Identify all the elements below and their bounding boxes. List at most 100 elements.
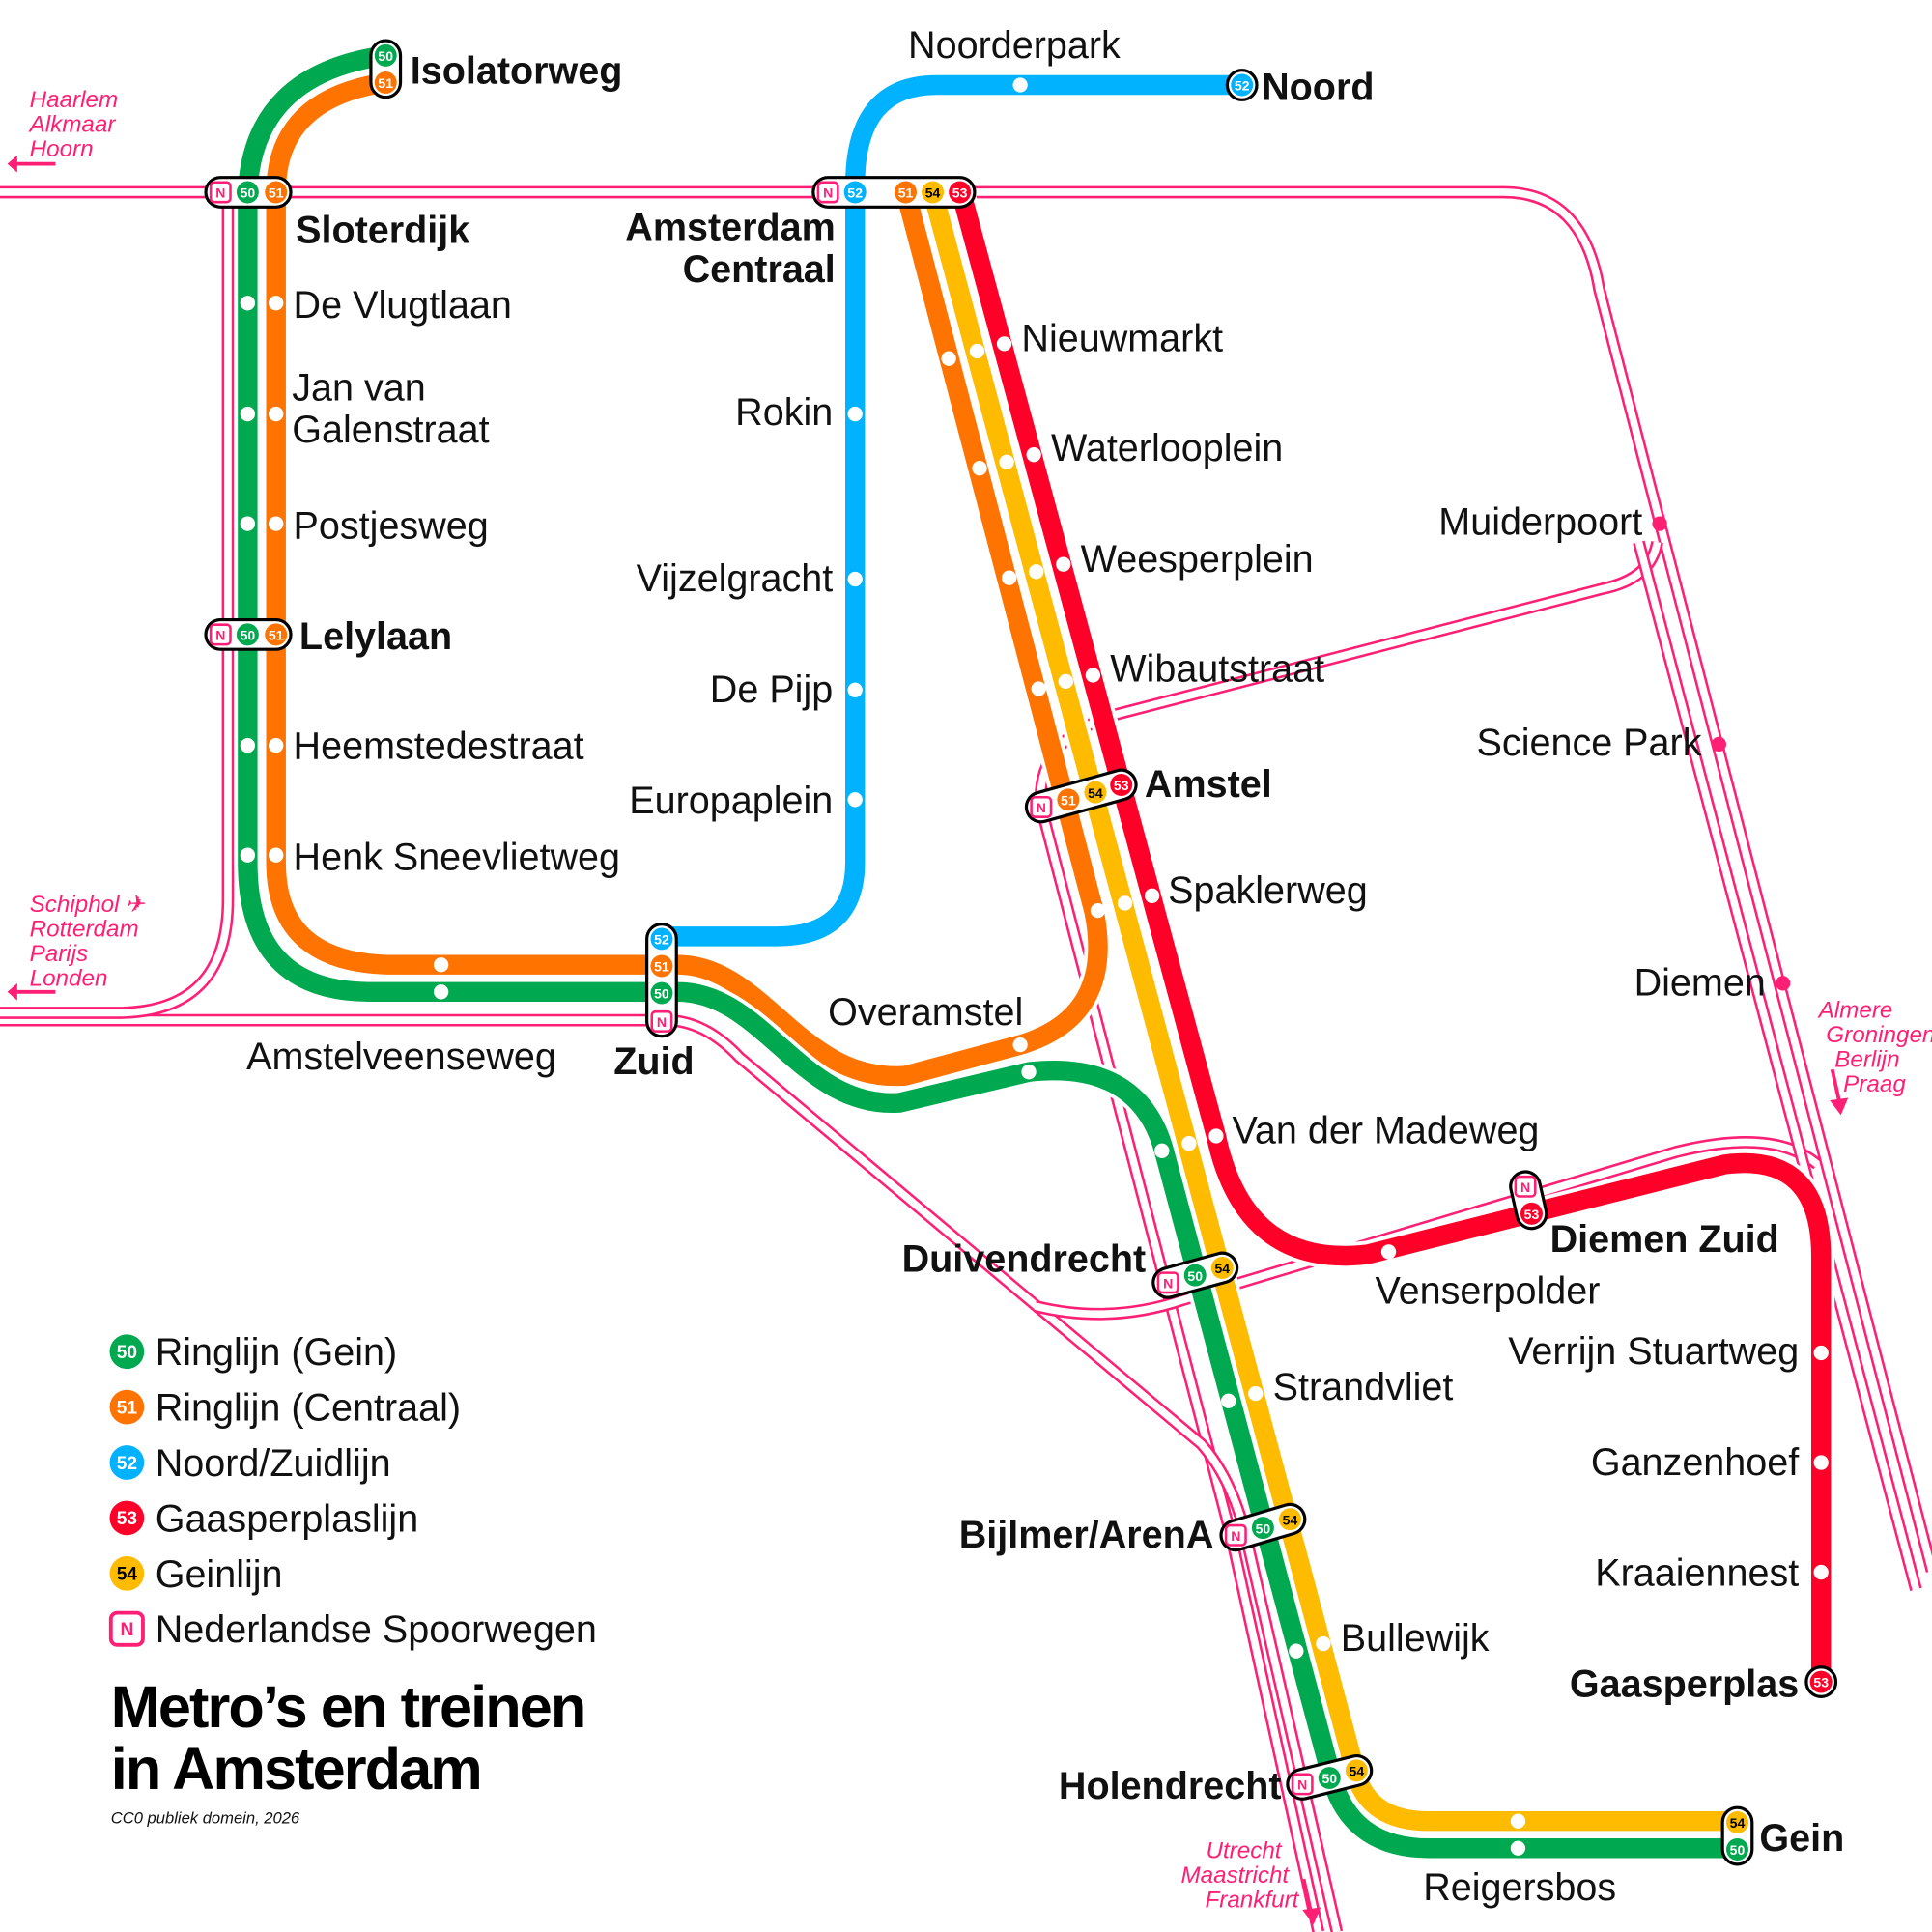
line-number: 50 (1256, 1520, 1271, 1536)
train-icon (108, 1610, 145, 1647)
destination-label: Haarlem (30, 87, 119, 113)
station-science-park[interactable]: Science Park (1477, 722, 1726, 764)
line-number: 50 (1730, 1842, 1746, 1858)
line-number: N (657, 1014, 667, 1030)
station-diemen[interactable]: Diemen (1634, 962, 1791, 1005)
station-noorderpark[interactable]: Noorderpark (908, 24, 1121, 93)
station-reigersbos[interactable]: Reigersbos (1423, 1813, 1616, 1909)
station-de-pijp[interactable]: De Pijp (710, 668, 863, 711)
station-dot (240, 847, 256, 863)
arrowhead-icon (1302, 1907, 1321, 1925)
line-number: 54 (1215, 1261, 1231, 1276)
legend-label: Ringlijn (Centraal) (156, 1387, 461, 1430)
station-van-der-madeweg[interactable]: Van der Madeweg (1154, 1110, 1539, 1158)
rail-track-inner (0, 188, 1932, 1573)
line-53-icon (1809, 1670, 1833, 1693)
station-waterlooplein[interactable]: Waterlooplein (972, 427, 1283, 476)
line-number: N (215, 628, 225, 643)
station-vijzelgracht[interactable]: Vijzelgracht (637, 557, 863, 600)
station-overamstel[interactable]: Overamstel (828, 991, 1037, 1080)
line-50-icon (1183, 1264, 1207, 1287)
station-label: Waterlooplein (1051, 427, 1283, 469)
station-dot (1144, 888, 1160, 903)
station-label: Bijlmer/ArenA (959, 1514, 1214, 1556)
station-dot (999, 454, 1014, 469)
line-number: 50 (241, 185, 256, 201)
station-dot (240, 406, 256, 422)
station-dot (1085, 668, 1101, 683)
station-postjesweg[interactable]: Postjesweg (240, 504, 489, 547)
line-number: 51 (269, 628, 284, 643)
station-rokin[interactable]: Rokin (735, 391, 863, 434)
train-icon (650, 1009, 673, 1033)
station-dot (1813, 1455, 1829, 1470)
station-weesperplein[interactable]: Weesperplein (1001, 538, 1314, 585)
station-dot (1090, 902, 1106, 919)
line-51-icon (265, 623, 288, 646)
station-label: Overamstel (828, 991, 1023, 1034)
destination-label: Almere (1817, 998, 1893, 1024)
station-bullewijk[interactable]: Bullewijk (1289, 1617, 1490, 1660)
station-wibautstraat[interactable]: Wibautstraat (1031, 647, 1325, 696)
station-ganzenhoef[interactable]: Ganzenhoef (1591, 1441, 1829, 1484)
station-amstelveenseweg[interactable]: Amstelveenseweg (246, 957, 556, 1078)
line-number: 50 (378, 48, 393, 64)
station-strandvliet[interactable]: Strandvliet (1221, 1366, 1453, 1408)
title-line-1: Metro’s en treinen (111, 1674, 585, 1740)
station-de-vlugtlaan[interactable]: De Vlugtlaan (240, 284, 512, 327)
station-label: Amstelveenseweg (246, 1036, 556, 1078)
line-number: 50 (1187, 1268, 1203, 1284)
line-53-icon (1110, 774, 1133, 796)
station-heemstedestraat[interactable]: Heemstedestraat (240, 725, 584, 768)
station-muiderpoort[interactable]: Muiderpoort (1438, 501, 1667, 544)
legend-line-number: 50 (117, 1343, 137, 1363)
station-kraaiennest[interactable]: Kraaiennest (1595, 1552, 1829, 1595)
station-dot (269, 516, 284, 531)
station-label: Amsterdam (625, 207, 836, 249)
line-54-icon (1725, 1811, 1748, 1833)
station-label: Isolatorweg (411, 50, 623, 93)
line-50-icon (236, 181, 259, 204)
destination-label: Schiphol (30, 892, 121, 918)
station-dot (269, 296, 284, 311)
line-51-icon (1057, 788, 1080, 811)
station-verrijn-stuartweg[interactable]: Verrijn Stuartweg (1508, 1330, 1829, 1373)
train-icon (1291, 1773, 1314, 1796)
station-venserpolder[interactable]: Venserpolder (1375, 1244, 1600, 1312)
line-54-icon (1210, 1257, 1234, 1279)
line-number: 53 (1524, 1207, 1540, 1222)
line-51-icon (650, 954, 673, 978)
station-europaplein[interactable]: Europaplein (629, 780, 863, 822)
station-label: Zuid (613, 1040, 694, 1083)
station-dot (1154, 1143, 1170, 1158)
station-dot (1026, 447, 1041, 463)
station-henk-sneevlietweg[interactable]: Henk Sneevlietweg (240, 837, 620, 879)
line-50-icon (374, 43, 397, 67)
station-label: Diemen (1634, 962, 1766, 1005)
station-spaklerweg[interactable]: Spaklerweg (1090, 869, 1368, 919)
line-54-icon (109, 1555, 145, 1591)
line-number: N (215, 185, 225, 201)
station-nieuwmarkt[interactable]: Nieuwmarkt (941, 318, 1223, 366)
station-label: Heemstedestraat (294, 725, 584, 768)
station-dot (1012, 1037, 1028, 1053)
train-icon (1514, 1175, 1537, 1198)
